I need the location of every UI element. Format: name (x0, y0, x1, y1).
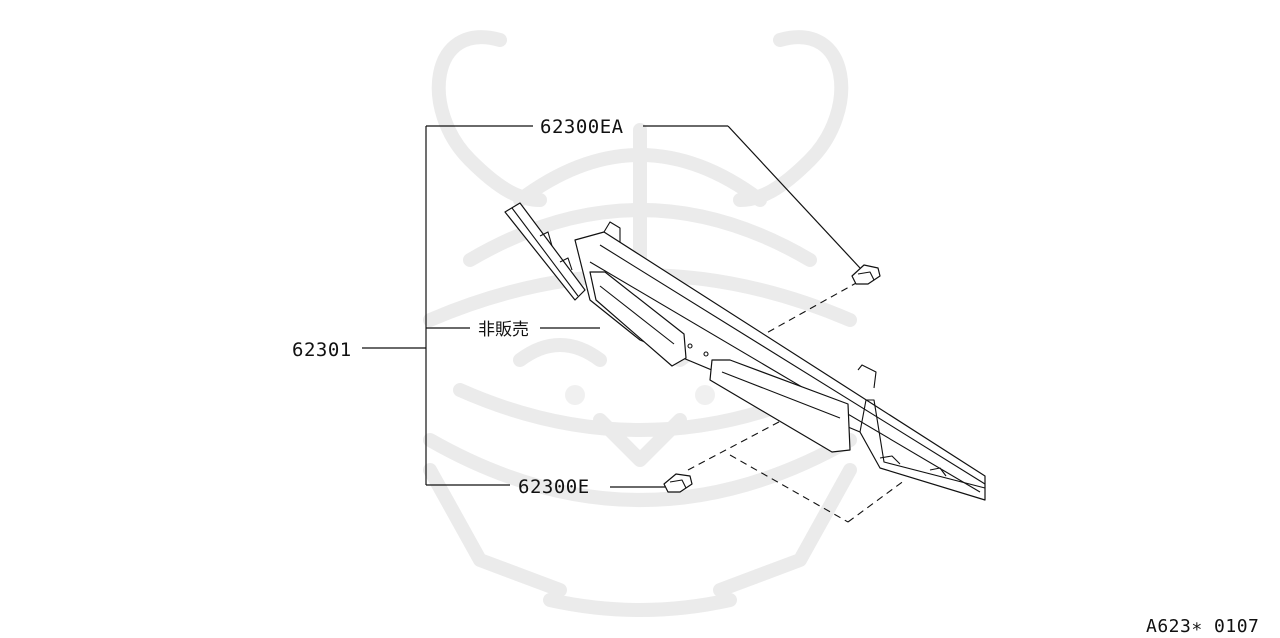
front-grille (504, 202, 986, 501)
label-lower-clip-part-number: 62300E (518, 476, 590, 498)
diagram-code: A623∗ 0107 (1146, 616, 1259, 637)
label-grille-part-number: 62301 (292, 339, 352, 361)
clip-62300e (663, 473, 693, 493)
label-not-for-sale: 非販売 (478, 320, 529, 340)
clip-62300ea (851, 264, 881, 285)
label-upper-clip-part-number: 62300EA (540, 116, 624, 138)
leader-lines (362, 125, 861, 488)
